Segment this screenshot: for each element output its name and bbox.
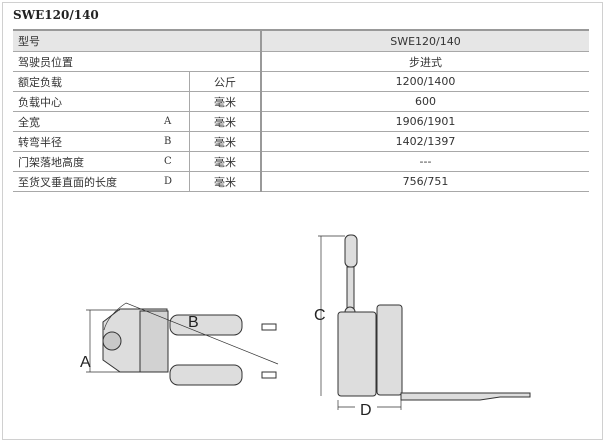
row-key: C [159, 151, 190, 172]
label-a: A [80, 354, 91, 371]
row-key: D [159, 171, 190, 192]
row-label: 门架落地高度 [13, 151, 159, 172]
header-label: 型号 [13, 29, 261, 52]
row-unit: 毫米 [189, 151, 261, 172]
side-view-truck [337, 234, 531, 401]
row-label: 转弯半径 [13, 131, 159, 152]
row-value: 756/751 [260, 171, 589, 192]
label-c: C [314, 307, 326, 324]
row-value: --- [260, 151, 589, 172]
page-title: SWE120/140 [13, 8, 99, 22]
row-value: 步进式 [260, 51, 589, 72]
table-row: 驾驶员位置 步进式 [13, 51, 589, 72]
label-b: B [188, 314, 199, 331]
row-label: 额定负载 [13, 71, 159, 92]
row-label: 至货叉垂直面的长度 [13, 171, 159, 192]
row-label: 负载中心 [13, 91, 159, 112]
row-key: B [159, 131, 190, 152]
row-unit: 毫米 [189, 171, 261, 192]
row-value: 1200/1400 [260, 71, 589, 92]
row-label: 全宽 [13, 111, 159, 132]
dimension-diagram: A B C D [80, 234, 531, 419]
row-key [159, 71, 190, 92]
row-unit: 毫米 [189, 91, 261, 112]
row-unit: 毫米 [189, 111, 261, 132]
label-d: D [360, 402, 372, 419]
row-value: 1402/1397 [260, 131, 589, 152]
row-value: 600 [260, 91, 589, 112]
row-unit: 毫米 [189, 131, 261, 152]
row-key: A [159, 111, 190, 132]
header-value: SWE120/140 [260, 29, 589, 52]
row-key [159, 91, 190, 112]
dimension-lines [86, 235, 402, 410]
table-header: 型号 SWE120/140 [13, 29, 589, 52]
row-label: 驾驶员位置 [13, 51, 261, 72]
row-unit: 公斤 [189, 71, 261, 92]
row-value: 1906/1901 [260, 111, 589, 132]
